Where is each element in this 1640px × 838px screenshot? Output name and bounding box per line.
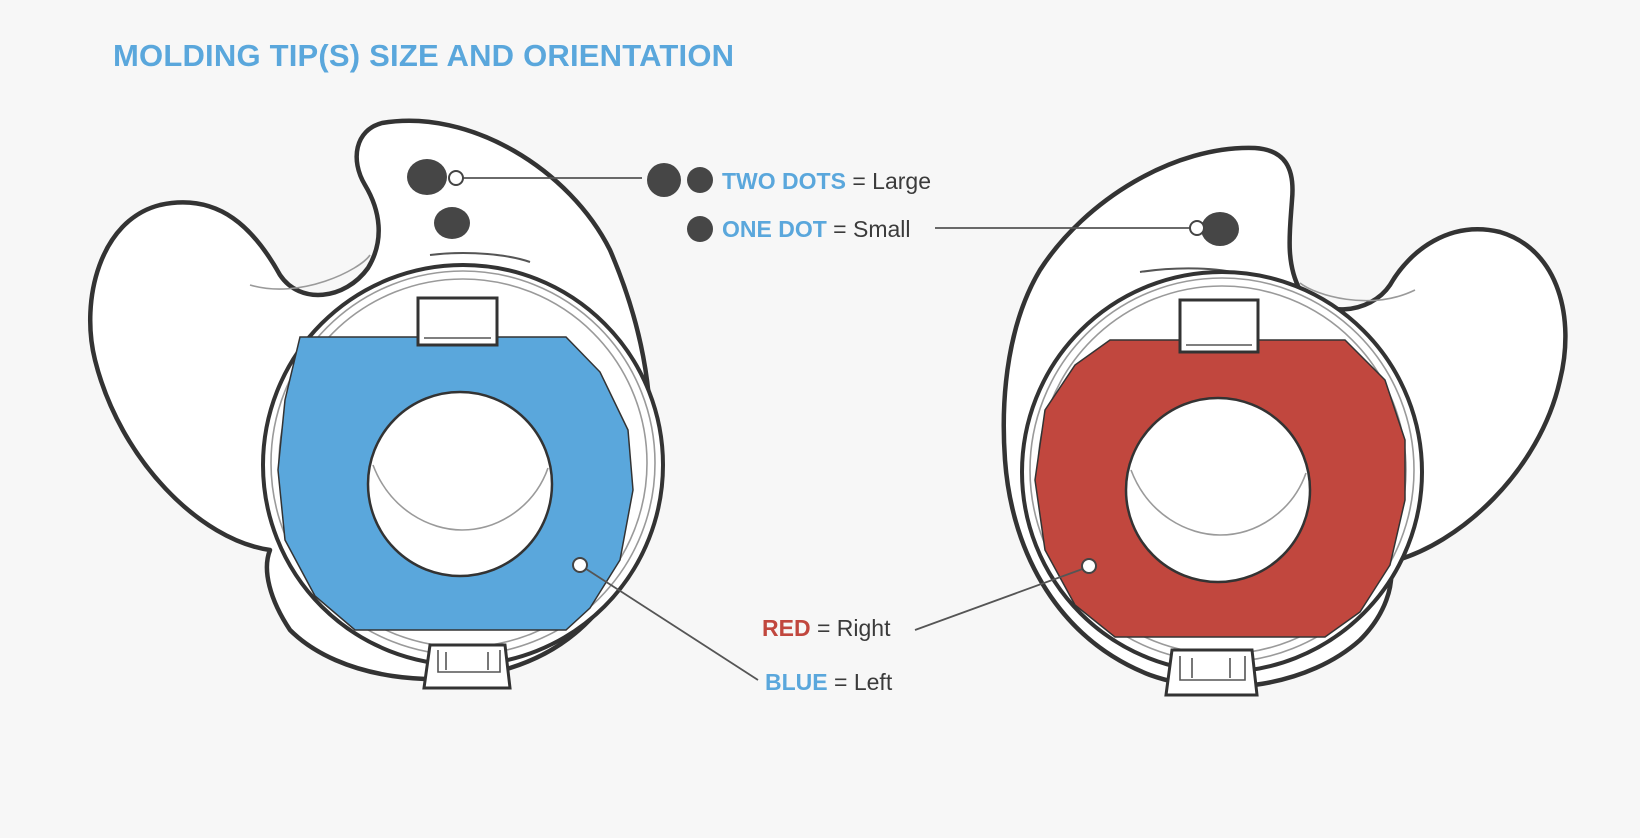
two-dots-key: TWO DOTS — [722, 168, 846, 194]
right-tip-contour — [1299, 282, 1416, 302]
blue-sep: = — [828, 669, 854, 695]
left-tip-dot-large — [407, 159, 447, 195]
left-molding-tip — [87, 118, 665, 690]
right-tip-bottom-tab — [1164, 648, 1259, 697]
svg-text:ONE DOT = Small: ONE DOT = Small — [722, 216, 911, 242]
one-dot-sep: = — [827, 216, 853, 242]
red-key: RED — [762, 615, 811, 641]
one-dot-key: ONE DOT — [722, 216, 827, 242]
two-dots-symbol-1 — [647, 163, 681, 197]
legend-blue: BLUE = Left — [572, 557, 893, 695]
red-sep: = — [811, 615, 837, 641]
red-leader-pin — [1081, 558, 1097, 574]
red-leader-line — [914, 566, 1089, 631]
one-dot-leader-pin — [1189, 220, 1205, 236]
right-tip-hole-shadow — [1130, 469, 1307, 536]
left-tip-contour — [249, 254, 371, 290]
blue-leader-pin — [572, 557, 588, 573]
one-dot-value: Small — [853, 216, 911, 242]
two-dots-value: Large — [872, 168, 931, 194]
page-title: MOLDING TIP(S) SIZE AND ORIENTATION — [113, 38, 734, 73]
left-tip-dot-small — [434, 207, 470, 239]
right-tip-center-hole — [1124, 396, 1312, 584]
blue-key: BLUE — [765, 669, 828, 695]
left-tip-contour-2 — [429, 251, 531, 263]
legend-two-dots: TWO DOTS = Large — [448, 163, 931, 197]
right-molding-tip — [1001, 145, 1568, 697]
legend-one-dot: ONE DOT = Small — [687, 216, 1205, 242]
right-tip-dot-small — [1201, 212, 1239, 246]
blue-value: Left — [854, 669, 893, 695]
left-tip-top-tab — [416, 296, 499, 347]
two-dots-leader-pin — [448, 170, 464, 186]
legend-red: RED = Right — [762, 558, 1097, 641]
left-tip-bottom-tab — [422, 643, 512, 690]
left-tip-center-hole — [366, 390, 554, 578]
two-dots-symbol-2 — [687, 167, 713, 193]
blue-leader-line — [579, 564, 759, 681]
right-tip-top-tab — [1178, 298, 1260, 354]
left-tip-hole-shadow — [372, 464, 549, 531]
svg-text:TWO DOTS = Large: TWO DOTS = Large — [722, 168, 931, 194]
one-dot-symbol — [687, 216, 713, 242]
red-value: Right — [837, 615, 891, 641]
two-dots-sep: = — [846, 168, 872, 194]
svg-text:BLUE = Left: BLUE = Left — [765, 669, 893, 695]
svg-text:RED = Right: RED = Right — [762, 615, 891, 641]
